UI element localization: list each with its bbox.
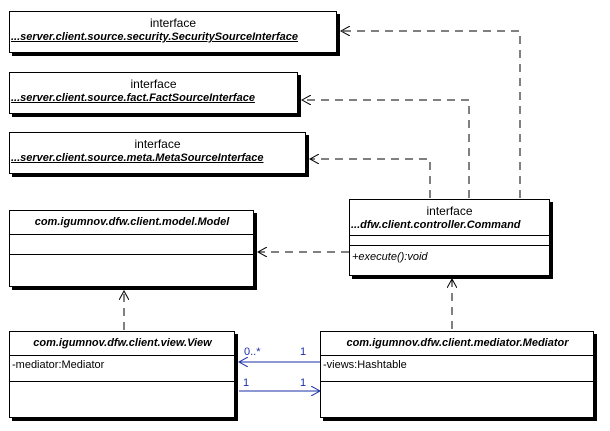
fact-source-interface-box[interactable]: interface ...server.client.source.fact.F… <box>9 72 298 114</box>
dependency-command-meta <box>310 159 431 198</box>
mediator-attribute: -views:Hashtable <box>321 355 593 381</box>
multiplicity-mediator-one: 1 <box>300 346 307 358</box>
dependency-command-fact <box>302 100 470 198</box>
stereotype-label: interface <box>130 77 177 91</box>
command-operation: +execute():void <box>350 245 549 275</box>
stereotype-label: interface <box>149 16 197 30</box>
mediator-class-box[interactable]: com.igumnov.dfw.client.mediator.Mediator… <box>320 331 594 418</box>
view-class-box[interactable]: com.igumnov.dfw.client.view.View -mediat… <box>9 331 235 418</box>
operation-compartment <box>10 254 253 288</box>
interface-name: ...server.client.source.meta.MetaSourceI… <box>11 152 264 164</box>
class-name: com.igumnov.dfw.client.model.Model <box>34 216 230 228</box>
class-name: com.igumnov.dfw.client.view.View <box>33 337 212 349</box>
meta-source-interface-box[interactable]: interface ...server.client.source.meta.M… <box>9 132 306 174</box>
security-source-interface-box[interactable]: interface ...server.client.source.securi… <box>9 11 337 53</box>
interface-name: ...server.client.source.fact.FactSourceI… <box>11 92 255 104</box>
attribute-compartment <box>10 234 253 254</box>
attribute-compartment <box>350 235 549 245</box>
multiplicity-view-one: 1 <box>243 377 250 389</box>
multiplicity-mediator-target-one: 1 <box>300 377 307 389</box>
multiplicity-view-many: 0..* <box>244 346 261 358</box>
interface-name: ...server.client.source.security.Securit… <box>11 31 298 43</box>
stereotype-label: interface <box>426 204 473 218</box>
dependency-command-security <box>341 31 521 198</box>
command-interface-box[interactable]: interface ...dfw.client.controller.Comma… <box>349 199 550 276</box>
class-name: com.igumnov.dfw.client.mediator.Mediator <box>346 337 569 349</box>
view-attribute: -mediator:Mediator <box>10 355 234 381</box>
model-class-box[interactable]: com.igumnov.dfw.client.model.Model <box>9 210 254 287</box>
operation-compartment <box>321 381 593 419</box>
operation-compartment <box>10 381 234 419</box>
interface-name: ...dfw.client.controller.Command <box>351 219 521 231</box>
stereotype-label: interface <box>134 137 181 151</box>
